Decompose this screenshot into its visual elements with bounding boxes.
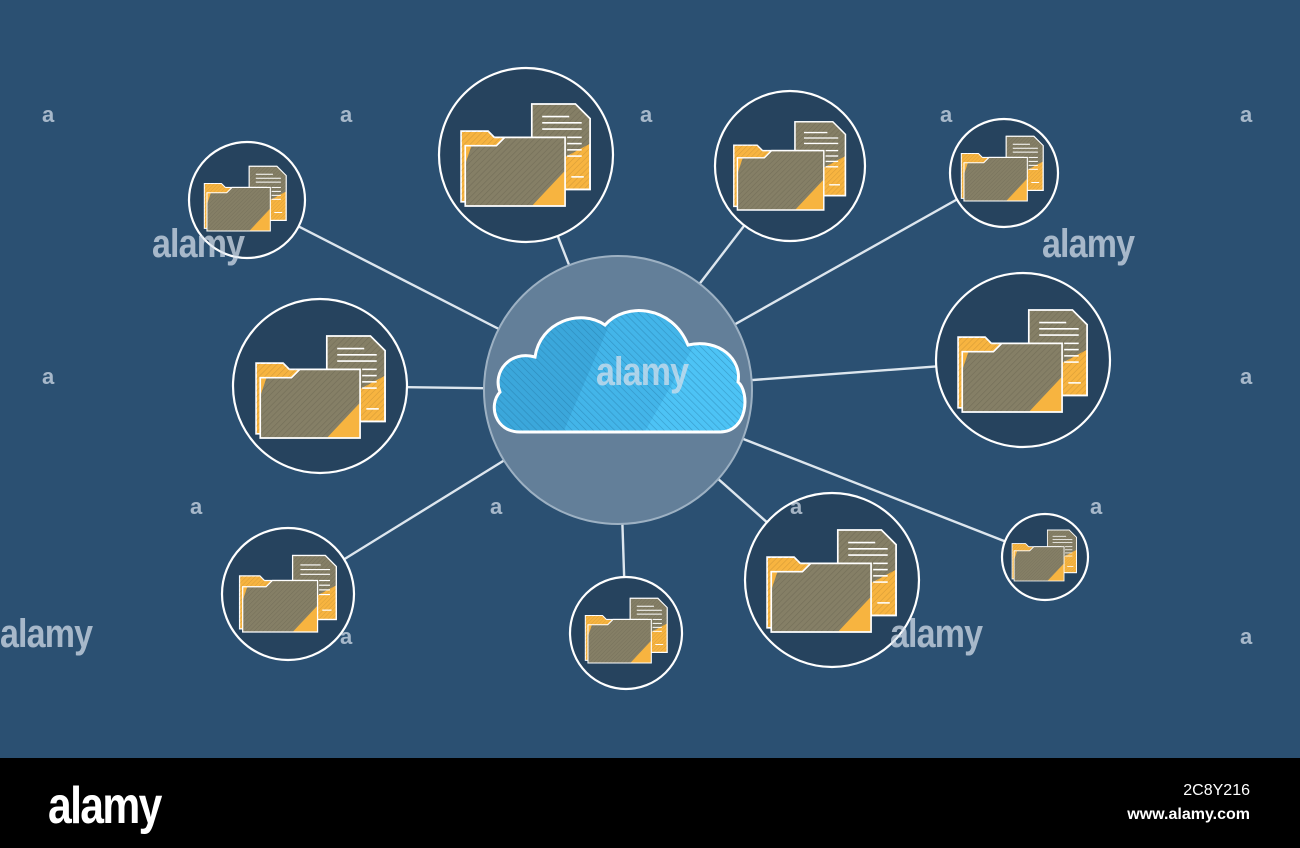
footer-logo: alamy [48,777,162,835]
watermark: alamy [152,222,245,266]
watermark-small: a [490,494,503,519]
watermark: alamy [0,612,93,656]
network-diagram [187,66,1112,691]
node-top-center-right [713,89,867,243]
watermark-small: a [790,494,803,519]
watermark-small: a [1090,494,1103,519]
watermark-small: a [1240,364,1253,389]
illustration: alamy alamy alamy alamy alamy a a a a a … [0,0,1300,758]
watermark: alamy [890,612,983,656]
node-bottom-center [568,575,684,691]
watermark-small: a [1240,102,1253,127]
node-middle-left [231,297,409,475]
node-top-center-left [437,66,615,244]
watermark-small: a [42,364,55,389]
watermark-small: a [42,102,55,127]
node-bottom-center-right [743,491,921,669]
watermark-small: a [1240,624,1253,649]
node-top-right [948,117,1060,229]
watermark-small: a [190,494,203,519]
node-top-left [187,140,307,260]
node-bottom-left [220,526,356,662]
footer-url: www.alamy.com [1127,806,1250,823]
watermark-small: a [940,102,953,127]
cloud-hub [483,255,753,525]
node-bottom-right [1000,512,1090,602]
watermark: alamy [1042,222,1135,266]
watermark: alamy [596,350,689,394]
watermark-small: a [640,102,653,127]
watermark-small: a [340,102,353,127]
image-id: 2C8Y216 [1183,782,1250,799]
node-middle-right [934,271,1112,449]
footer-bar: alamy 2C8Y216 www.alamy.com [0,758,1300,848]
watermark-small: a [340,624,353,649]
